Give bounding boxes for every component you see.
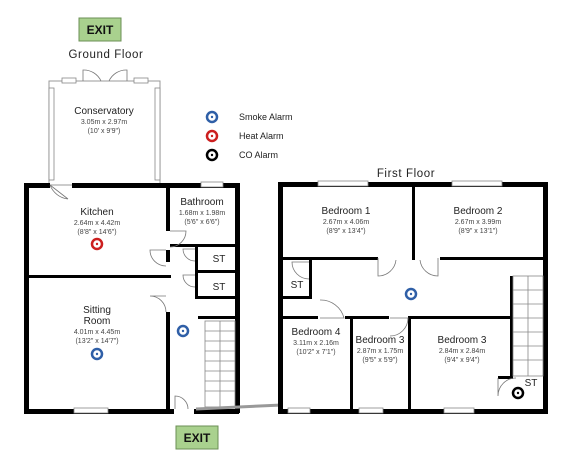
st-upper-label: ST <box>213 254 226 265</box>
heat-alarm-icon <box>90 237 104 251</box>
legend-smoke-label: Smoke Alarm <box>239 112 293 122</box>
ground-floor-stairs <box>204 320 236 408</box>
bedroom3-small-dims-ft: (9'5" x 5'9") <box>362 357 397 364</box>
floor-connector <box>195 403 283 411</box>
sitting-room-window <box>73 407 109 414</box>
bathroom-window <box>200 181 224 188</box>
co-alarm-icon <box>511 386 525 400</box>
legend-smoke-icon <box>205 110 219 124</box>
smoke-alarm-icon <box>404 287 418 301</box>
bedroom4-label: Bedroom 4 3.11m x 2.16m (10'2" x 7'1") <box>292 327 341 356</box>
bedroom3-small-dims-m: 2.87m x 1.75m <box>357 348 403 355</box>
bedroom2-label: Bedroom 2 2.67m x 3.99m (8'9" x 13'1") <box>454 206 503 235</box>
sitting-room-name-line2: Room <box>84 316 111 327</box>
bedroom2-name: Bedroom 2 <box>454 206 503 217</box>
bedroom1-dims-m: 2.67m x 4.06m <box>323 219 369 226</box>
first-floor-doors <box>291 258 517 397</box>
bedroom3-large-name: Bedroom 3 <box>438 335 487 346</box>
ground-floor-doors <box>49 184 196 410</box>
exit-label-bottom: EXIT <box>184 431 211 445</box>
kitchen-dims-ft: (8'8" x 14'6") <box>77 229 116 236</box>
bedroom2-dims-m: 2.67m x 3.99m <box>455 219 501 226</box>
conservatory-dims-m: 3.05m x 2.97m <box>81 119 127 126</box>
bedroom3-large-label: Bedroom 3 2.84m x 2.84m (9'4" x 9'4") <box>438 335 487 364</box>
kitchen-dims-m: 2.64m x 4.42m <box>74 220 120 227</box>
conservatory-label: Conservatory 3.05m x 2.97m (10' x 9'9") <box>74 106 133 135</box>
legend-heat-icon <box>205 129 219 143</box>
sitting-room-dims-m: 4.01m x 4.45m <box>74 329 120 336</box>
kitchen-name: Kitchen <box>80 207 113 218</box>
conservatory-dims-ft: (10' x 9'9") <box>88 128 121 135</box>
bedroom1-dims-ft: (8'9" x 13'4") <box>326 228 365 235</box>
st-lower-label: ST <box>213 282 226 293</box>
legend-heat-label: Heat Alarm <box>239 131 284 141</box>
first-floor-stairs <box>512 275 544 377</box>
bedroom4-dims-m: 3.11m x 2.16m <box>293 340 339 347</box>
ground-floor-walls <box>24 183 240 414</box>
first-floor-title: First Floor <box>377 168 435 180</box>
legend: Smoke Alarm Heat Alarm CO Alarm <box>205 110 293 162</box>
st-left-label: ST <box>291 280 304 291</box>
sitting-room-name-line1: Sitting <box>83 305 111 316</box>
bathroom-name: Bathroom <box>180 197 223 208</box>
bedroom3-small-label: Bedroom 3 2.87m x 1.75m (9'5" x 5'9") <box>356 335 405 364</box>
bathroom-dims-m: 1.68m x 1.98m <box>179 210 225 217</box>
legend-co-label: CO Alarm <box>239 150 278 160</box>
bedroom4-name: Bedroom 4 <box>292 327 341 338</box>
bedroom3-large-dims-m: 2.84m x 2.84m <box>439 348 485 355</box>
bedroom4-dims-ft: (10'2" x 7'1") <box>296 349 335 356</box>
bedroom1-label: Bedroom 1 2.67m x 4.06m (8'9" x 13'4") <box>322 206 371 235</box>
first-floor-walls <box>278 182 548 414</box>
smoke-alarm-icon <box>176 324 190 338</box>
ground-floor-title: Ground Floor <box>69 49 144 61</box>
exit-sign-bottom: EXIT <box>175 425 219 450</box>
bedroom3-large-dims-ft: (9'4" x 9'4") <box>444 357 479 364</box>
conservatory-name: Conservatory <box>74 106 133 117</box>
kitchen-label: Kitchen 2.64m x 4.42m (8'8" x 14'6") <box>74 207 120 236</box>
sitting-room-dims-ft: (13'2" x 14'7") <box>75 338 118 345</box>
bathroom-dims-ft: (5'6" x 6'6") <box>184 219 219 226</box>
st-right-label: ST <box>525 378 538 389</box>
sitting-room-label: Sitting Room 4.01m x 4.45m (13'2" x 14'7… <box>74 305 120 345</box>
bathroom-label: Bathroom 1.68m x 1.98m (5'6" x 6'6") <box>179 197 225 226</box>
exit-label-top: EXIT <box>87 23 114 37</box>
bedroom3-small-name: Bedroom 3 <box>356 335 405 346</box>
smoke-alarm-icon <box>90 347 104 361</box>
bedroom2-dims-ft: (8'9" x 13'1") <box>458 228 497 235</box>
first-floor-windows <box>287 180 503 414</box>
legend-co-icon <box>205 148 219 162</box>
conservatory-structure <box>48 69 161 186</box>
bedroom1-name: Bedroom 1 <box>322 206 371 217</box>
exit-sign-top: EXIT <box>78 17 122 42</box>
